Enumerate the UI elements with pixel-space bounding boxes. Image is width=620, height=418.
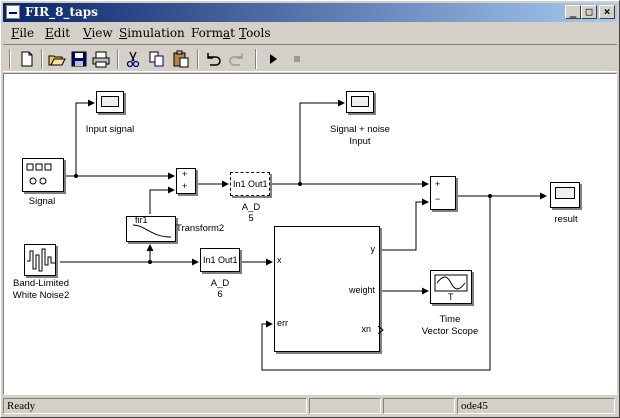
- signal-label: Signal: [28, 196, 56, 207]
- toolbar: [3, 44, 617, 72]
- toolbar-separator: [197, 49, 199, 69]
- status-bar: Ready ode45: [3, 397, 617, 415]
- result-scope-block[interactable]: [550, 182, 580, 208]
- paste-icon[interactable]: [171, 49, 191, 69]
- print-icon[interactable]: [91, 49, 111, 69]
- simulink-app-icon: [6, 5, 20, 19]
- lms-port-xn: xn: [361, 324, 371, 334]
- ad6-inner-label: In1 Out1: [203, 255, 238, 265]
- menu-tools[interactable]: Tools: [239, 26, 271, 40]
- transform-inner-label: fir1: [135, 215, 148, 225]
- new-icon[interactable]: [17, 49, 37, 69]
- sum1-plus-bottom: +: [182, 181, 188, 191]
- ad5-label: A_D: [241, 202, 261, 213]
- toolbar-separator: [255, 49, 257, 69]
- open-icon[interactable]: [47, 49, 67, 69]
- status-cell-3: [383, 398, 455, 414]
- maximize-button[interactable]: □: [581, 5, 597, 19]
- lms-filter-block[interactable]: x err y weight xn: [274, 226, 384, 352]
- sum1-block[interactable]: + +: [176, 168, 196, 194]
- ad6-block[interactable]: In1 Out1: [200, 248, 240, 272]
- signal-lines: [60, 99, 547, 371]
- lms-port-x: x: [277, 255, 282, 265]
- vector-scope-t: T: [448, 292, 454, 302]
- lms-port-y: y: [370, 244, 376, 254]
- menu-format[interactable]: Format: [191, 26, 235, 40]
- menu-view[interactable]: View: [83, 26, 113, 40]
- copy-icon[interactable]: [147, 49, 167, 69]
- menu-bar: File Edit View Simulation Format Tools: [3, 23, 617, 42]
- save-icon[interactable]: [69, 49, 89, 69]
- menu-file[interactable]: File: [11, 26, 35, 40]
- sum2-block[interactable]: + −: [430, 176, 456, 210]
- band-limited-noise-block[interactable]: [24, 244, 56, 276]
- stop-simulation-icon[interactable]: [287, 49, 307, 69]
- signal-noise-label: Signal + noise Input: [330, 124, 390, 147]
- lms-port-weight: weight: [348, 285, 375, 295]
- window-title: FIR_8_taps: [25, 5, 98, 19]
- sum2-minus: −: [435, 194, 441, 204]
- transform-fir1-block[interactable]: fir1: [126, 215, 176, 242]
- toolbar-separator: [117, 49, 119, 69]
- signal-source-block[interactable]: [22, 158, 64, 192]
- vector-scope-label: Time Vector Scope: [421, 314, 479, 337]
- toolbar-separator: [41, 49, 43, 69]
- noise-source-label: Band-Limited White Noise2: [12, 278, 70, 301]
- vector-scope-block[interactable]: T: [430, 270, 472, 304]
- status-cell-2: [309, 398, 381, 414]
- ad5-inner-label: In1 Out1: [233, 179, 268, 189]
- lms-xn-output-arrow: [378, 326, 384, 334]
- transform-label: Transform2: [176, 223, 225, 234]
- ad6-label: A_D: [210, 278, 230, 289]
- status-text: Ready: [3, 398, 307, 414]
- ad6-number: 6: [217, 289, 223, 300]
- undo-icon[interactable]: [203, 49, 223, 69]
- start-simulation-icon[interactable]: [263, 49, 283, 69]
- menu-simulation[interactable]: Simulation: [119, 26, 185, 40]
- result-label: result: [554, 214, 578, 225]
- toolbar-separator: [9, 49, 11, 69]
- cut-icon[interactable]: [123, 49, 143, 69]
- title-bar[interactable]: FIR_8_taps _ □ ×: [3, 3, 617, 22]
- menu-edit[interactable]: Edit: [45, 26, 71, 40]
- close-button[interactable]: ×: [599, 5, 615, 19]
- input-signal-label: Input signal: [85, 124, 135, 135]
- model-canvas[interactable]: Input signal Signal + noise Input Signal…: [3, 73, 617, 395]
- signal-noise-scope-block[interactable]: [346, 91, 374, 113]
- minimize-button[interactable]: _: [565, 5, 581, 19]
- redo-icon[interactable]: [227, 49, 247, 69]
- sum1-plus-top: +: [182, 169, 188, 179]
- ad5-block[interactable]: In1 Out1: [230, 172, 270, 196]
- status-solver: ode45: [457, 398, 615, 414]
- lms-port-err: err: [277, 318, 288, 328]
- ad5-number: 5: [248, 213, 254, 224]
- input-signal-scope-block[interactable]: [96, 91, 124, 113]
- sum2-plus: +: [435, 179, 441, 189]
